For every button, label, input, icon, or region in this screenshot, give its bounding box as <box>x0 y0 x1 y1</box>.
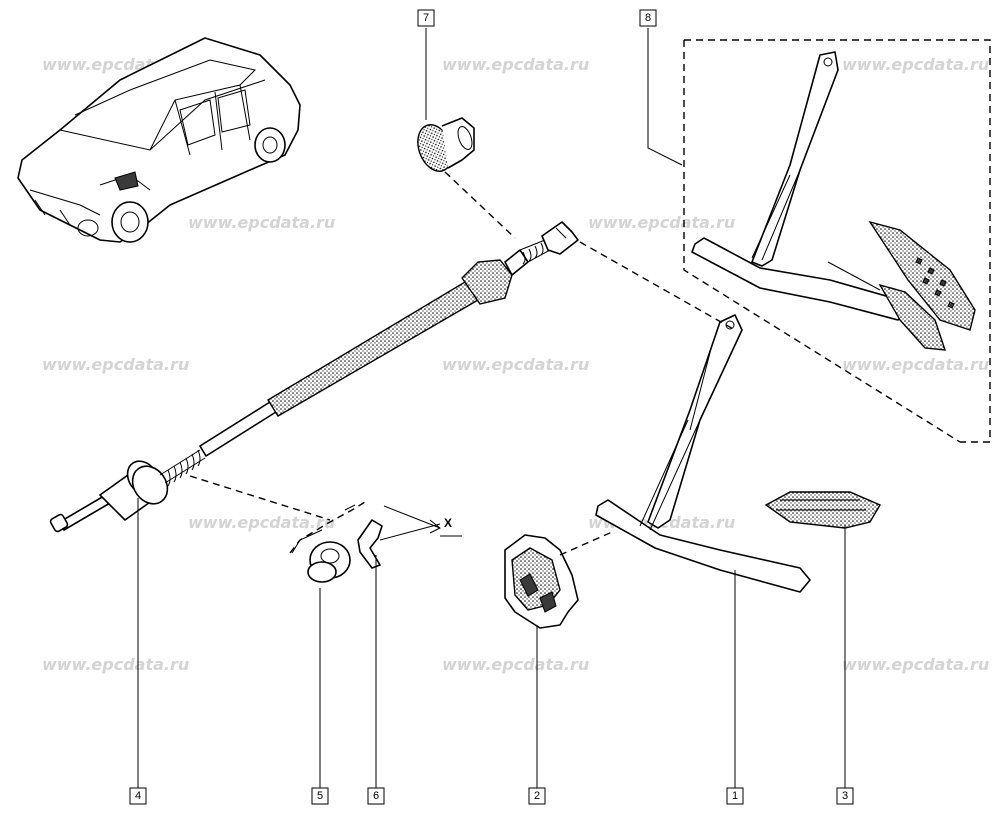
watermark: www.epcdata.ru <box>842 655 989 674</box>
watermark: www.epcdata.ru <box>42 355 189 374</box>
watermark: www.epcdata.ru <box>588 213 735 232</box>
vehicle-sketch <box>17 37 301 243</box>
callout-label: 7 <box>423 12 429 24</box>
watermark: www.epcdata.ru <box>188 513 335 532</box>
callout-4[interactable]: 4 <box>129 787 147 805</box>
pedal-assembly-box <box>683 39 991 443</box>
watermark: www.epcdata.ru <box>842 55 989 74</box>
watermark: www.epcdata.ru <box>188 213 335 232</box>
callout-label: 5 <box>317 790 323 802</box>
callout-label: 1 <box>732 790 738 802</box>
pedal-bracket <box>504 534 579 629</box>
callout-7[interactable]: 7 <box>417 9 435 27</box>
callout-5[interactable]: 5 <box>311 787 329 805</box>
callout-label: 3 <box>842 790 848 802</box>
watermark: www.epcdata.ru <box>442 55 589 74</box>
cable-assembly <box>49 221 579 533</box>
bush-and-clip: X <box>291 504 462 583</box>
watermarks: www.epcdata.ru www.epcdata.ru www.epcdat… <box>42 55 989 674</box>
callout-2[interactable]: 2 <box>528 787 546 805</box>
callout-6[interactable]: 6 <box>367 787 385 805</box>
callout-label: 2 <box>534 790 540 802</box>
callout-1[interactable]: 1 <box>726 787 744 805</box>
pedal-pad <box>764 491 882 529</box>
leader-lines <box>137 28 846 788</box>
watermark: www.epcdata.ru <box>842 355 989 374</box>
callout-3[interactable]: 3 <box>836 787 854 805</box>
assembly-guides <box>189 171 736 556</box>
callout-label: 8 <box>645 12 651 24</box>
pedal-lever <box>595 314 811 593</box>
callout-label: 4 <box>135 790 141 802</box>
callout-label: 6 <box>373 790 379 802</box>
grommet <box>417 117 475 172</box>
dimension-x-label: X <box>444 516 452 530</box>
watermark: www.epcdata.ru <box>42 655 189 674</box>
watermark: www.epcdata.ru <box>442 655 589 674</box>
callout-8[interactable]: 8 <box>639 9 657 27</box>
watermark: www.epcdata.ru <box>442 355 589 374</box>
